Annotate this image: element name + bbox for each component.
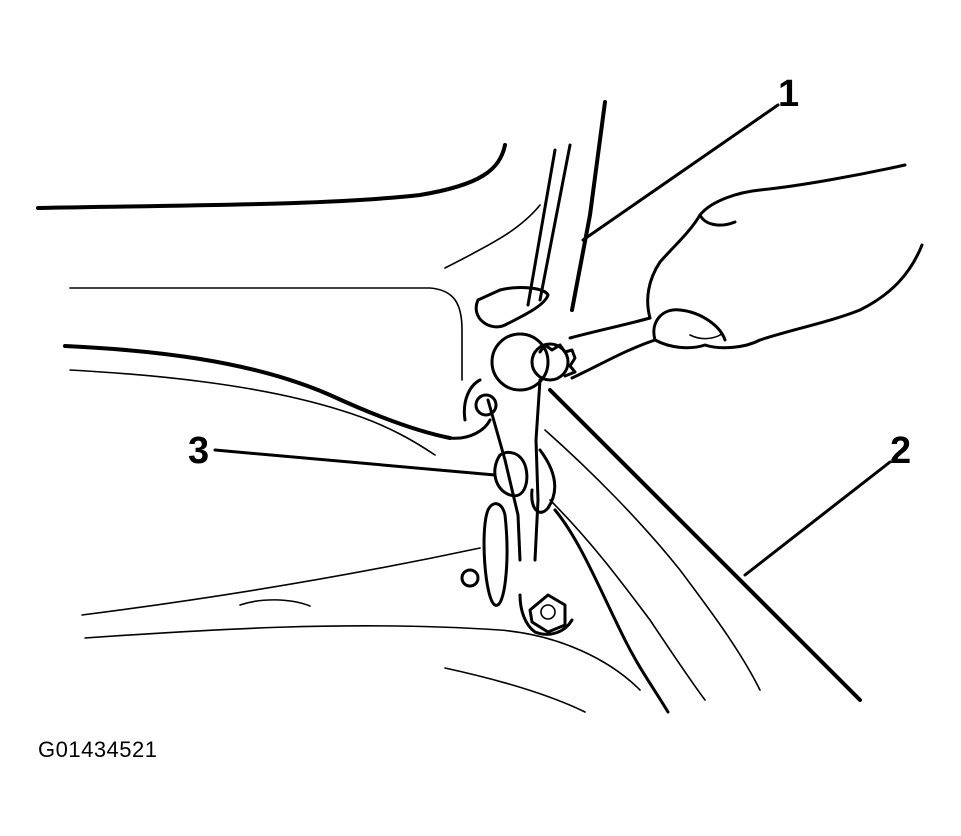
trunk-lid-inner-1 (544, 429, 761, 691)
body-panel-upper-edge (36, 143, 507, 210)
leader-line-2 (743, 460, 892, 577)
floor-panel-line-3 (444, 667, 586, 713)
hinge-arm (486, 378, 542, 562)
trunk-lid-lower-edge (553, 508, 670, 714)
roof-inner-contour (444, 204, 541, 269)
trim-panel-line (69, 287, 463, 381)
body-panel-lower-edge (63, 344, 452, 440)
floor-panel-line-2 (84, 625, 641, 691)
hand-fingers (652, 213, 924, 350)
trunk-lid-edge (548, 388, 862, 702)
callout-1: 1 (778, 73, 799, 115)
callout-3: 3 (188, 430, 209, 472)
hand-knuckle (689, 333, 723, 340)
support-rod-right (538, 143, 572, 302)
hinge-pivot-upper (474, 393, 498, 417)
floor-panel-highlight (239, 599, 311, 607)
leader-line-1 (581, 103, 780, 242)
support-rod-left (526, 148, 557, 307)
body-panel-inner-1 (69, 369, 436, 456)
hinge-side-plate (530, 448, 557, 514)
ratchet-gear-teeth (538, 343, 577, 378)
hinge-link-upper (493, 451, 529, 498)
ratchet-socket-head (490, 332, 550, 392)
ratchet-handle (568, 316, 657, 380)
hinge-mount-flange (448, 378, 492, 440)
trunk-lid-inner-2 (549, 499, 706, 701)
lift-rod (570, 100, 607, 312)
mounting-bolt (528, 593, 567, 634)
lower-bracket (518, 593, 574, 636)
ratchet-drive (530, 342, 570, 382)
leader-line-3 (213, 448, 497, 477)
mounting-bolt-head (540, 604, 556, 620)
hinge-link-lower (482, 502, 509, 607)
hand-outline (646, 163, 907, 320)
floor-panel-line-1 (81, 547, 481, 616)
hinge-pivot-lower (460, 568, 480, 588)
hinge-upper-bracket (474, 286, 550, 329)
callout-2: 2 (890, 430, 911, 472)
figure-code: G01434521 (38, 737, 158, 762)
